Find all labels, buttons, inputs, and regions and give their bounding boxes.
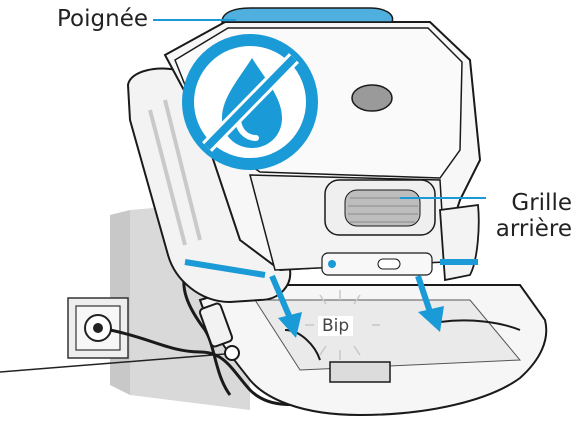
rear-grid bbox=[325, 180, 435, 235]
no-water-icon bbox=[188, 40, 312, 164]
rear-grid-label-line2: arrière bbox=[488, 216, 572, 242]
power-socket bbox=[68, 298, 128, 358]
beep-label: Bip bbox=[318, 316, 353, 336]
robot-cleaner bbox=[128, 8, 480, 302]
handle-label: Poignée bbox=[57, 8, 148, 31]
rear-grid-label: Grille arrière bbox=[488, 190, 572, 242]
rear-grid-label-line1: Grille bbox=[488, 190, 572, 216]
handle bbox=[222, 8, 393, 22]
docking-base bbox=[200, 285, 546, 415]
